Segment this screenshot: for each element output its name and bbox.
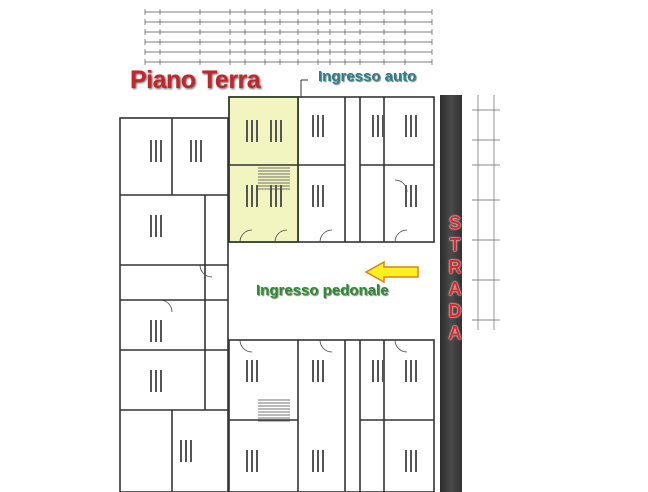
room-label-mark [251, 120, 253, 142]
room-label-mark [256, 450, 258, 472]
room-label-mark [317, 185, 319, 207]
room-label-mark [256, 120, 258, 142]
room-label-mark [270, 185, 272, 207]
stairs [258, 167, 290, 422]
room-label-mark [200, 140, 202, 162]
room-label-mark [312, 450, 314, 472]
doors [159, 179, 408, 353]
room-label-mark [317, 115, 319, 137]
room-label-mark [410, 450, 412, 472]
room-label-mark [185, 440, 187, 462]
room-label-mark [180, 440, 182, 462]
room-label-mark [195, 140, 197, 162]
room-label-mark [190, 140, 192, 162]
room-label-mark [155, 370, 157, 392]
room-label-mark [246, 120, 248, 142]
room-label-mark [155, 215, 157, 237]
room-label-mark [275, 185, 277, 207]
road-letter: A [448, 279, 462, 299]
room-label-mark [160, 370, 162, 392]
room-label-mark [246, 360, 248, 382]
room-label-mark [322, 185, 324, 207]
room-label-mark [322, 360, 324, 382]
room-label-mark [256, 185, 258, 207]
room-label-mark [256, 360, 258, 382]
room-label-mark [372, 360, 374, 382]
room-label-mark [160, 320, 162, 342]
road-letter: D [448, 301, 462, 321]
road-label: S T R A D A [443, 212, 467, 344]
dimension-lines [144, 9, 433, 65]
room-label-mark [312, 185, 314, 207]
road-letter: S [448, 213, 461, 233]
room-label-mark [275, 120, 277, 142]
right-dimension-lines [472, 95, 500, 330]
room-label-mark [405, 185, 407, 207]
car-entrance-marker [300, 79, 308, 97]
road-letter: A [448, 323, 462, 343]
room-label-mark [150, 215, 152, 237]
room-label-mark [405, 360, 407, 382]
road-strip [440, 95, 462, 492]
room-label-mark [322, 450, 324, 472]
room-label-mark [246, 450, 248, 472]
room-label-mark [270, 120, 272, 142]
pedestrian-entrance-arrow [364, 260, 419, 284]
room-label-mark [280, 185, 282, 207]
room-label-mark [160, 215, 162, 237]
room-label-mark [382, 115, 384, 137]
room-label-mark [415, 360, 417, 382]
room-label-mark [312, 115, 314, 137]
room-label-mark [150, 370, 152, 392]
room-label-mark [150, 320, 152, 342]
room-label-mark [246, 185, 248, 207]
car-entrance-label: Ingresso auto [318, 68, 417, 85]
room-label-mark [190, 440, 192, 462]
room-label-mark [317, 450, 319, 472]
room-label-mark [377, 360, 379, 382]
room-label-mark [377, 115, 379, 137]
walls [119, 96, 435, 492]
room-label-mark [410, 115, 412, 137]
room-label-mark [160, 140, 162, 162]
room-label-mark [405, 115, 407, 137]
room-label-mark [405, 450, 407, 472]
room-label-mark [280, 120, 282, 142]
room-label-mark [410, 360, 412, 382]
pedestrian-entrance-label: Ingresso pedonale [256, 282, 389, 299]
room-label-mark [155, 140, 157, 162]
room-label-mark [382, 360, 384, 382]
room-label-mark [251, 185, 253, 207]
room-label-mark [415, 115, 417, 137]
room-label-mark [312, 360, 314, 382]
plan-title: Piano Terra [130, 66, 261, 94]
room-label-mark [317, 360, 319, 382]
room-label-mark [415, 185, 417, 207]
room-label-mark [251, 450, 253, 472]
room-label-mark [415, 450, 417, 472]
room-label-mark [155, 320, 157, 342]
room-label-mark [251, 360, 253, 382]
room-label-mark [150, 140, 152, 162]
road-letter: T [449, 235, 461, 255]
room-annotations [150, 115, 417, 472]
road-letter: R [448, 257, 462, 277]
room-label-mark [322, 115, 324, 137]
room-label-mark [410, 185, 412, 207]
room-label-mark [372, 115, 374, 137]
highlighted-unit [228, 96, 299, 243]
